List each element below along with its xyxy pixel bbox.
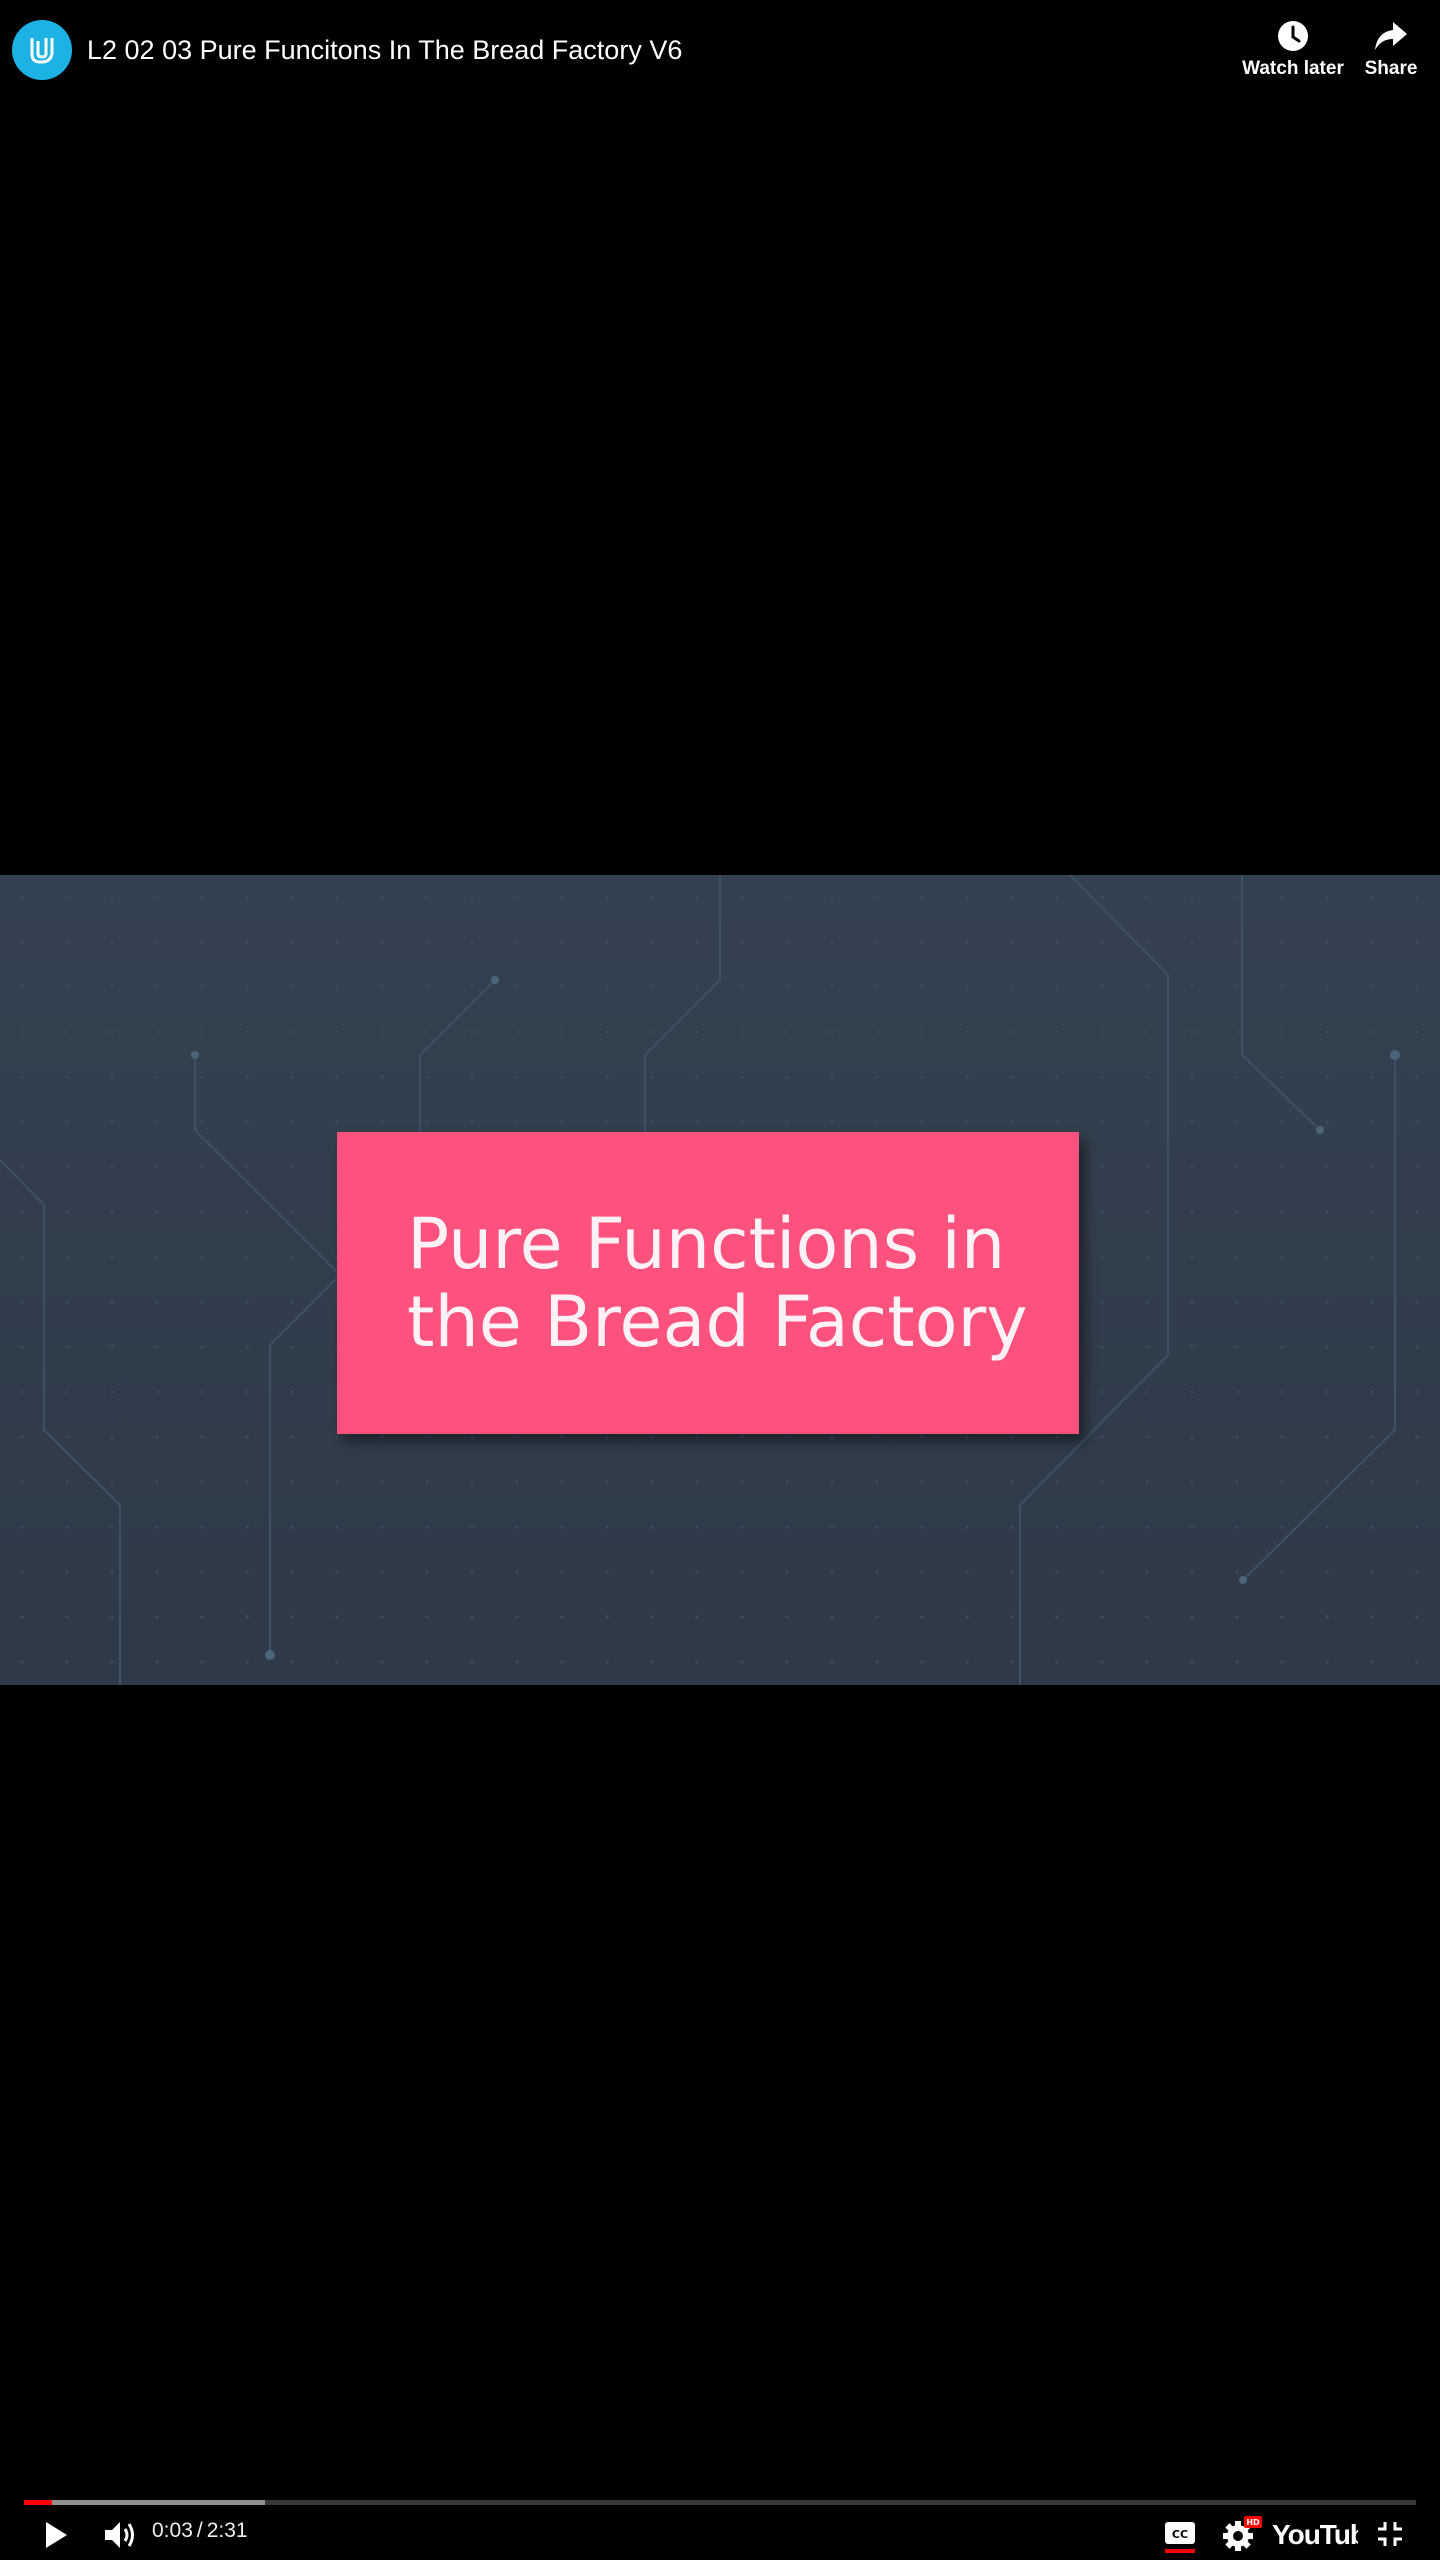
slide-title-line1: Pure Functions in <box>407 1203 1006 1285</box>
subtitles-button[interactable]: CC <box>1160 2516 1200 2556</box>
exit-fullscreen-icon <box>1378 2522 1402 2546</box>
time-separator: / <box>196 2519 203 2542</box>
video-frame[interactable]: Pure Functions in the Bread Factory <box>0 875 1440 1685</box>
play-icon <box>46 2522 67 2548</box>
closed-captions-icon: CC <box>1165 2522 1195 2553</box>
hd-badge: HD <box>1246 2518 1260 2527</box>
svg-text:CC: CC <box>1172 2528 1188 2541</box>
volume-button[interactable] <box>98 2516 142 2554</box>
settings-button[interactable]: HD <box>1220 2514 1264 2554</box>
youtube-logo-button[interactable]: YouTube <box>1270 2514 1358 2554</box>
share-arrow-icon <box>1375 22 1407 50</box>
current-time: 0:03 <box>152 2519 193 2542</box>
duration: 2:31 <box>206 2519 248 2542</box>
watch-later-label: Watch later <box>1242 58 1344 79</box>
time-display: 0:03/2:31 <box>152 2519 248 2543</box>
clock-icon <box>1278 21 1308 51</box>
channel-avatar[interactable] <box>12 20 72 80</box>
watch-later-button[interactable]: Watch later <box>1232 18 1354 80</box>
volume-icon <box>105 2522 134 2548</box>
slide-title: Pure Functions in the Bread Factory <box>407 1205 1028 1361</box>
gear-icon: HD <box>1223 2516 1262 2551</box>
youtube-logo: YouTube <box>1272 2519 1358 2550</box>
youtube-logo-text: YouTube <box>1272 2519 1358 2550</box>
play-button[interactable] <box>36 2517 76 2553</box>
slide-title-line2: the Bread Factory <box>407 1281 1028 1363</box>
share-label: Share <box>1364 58 1418 79</box>
progress-buffered <box>24 2500 265 2505</box>
share-button[interactable]: Share <box>1360 18 1422 80</box>
video-title[interactable]: L2 02 03 Pure Funcitons In The Bread Fac… <box>87 35 683 65</box>
udacity-logo-icon <box>30 38 54 64</box>
exit-fullscreen-button[interactable] <box>1372 2516 1408 2552</box>
progress-played <box>24 2500 52 2505</box>
top-bar: L2 02 03 Pure Funcitons In The Bread Fac… <box>0 0 1440 110</box>
slide-title-card: Pure Functions in the Bread Factory <box>337 1132 1079 1434</box>
progress-bar[interactable] <box>24 2500 1416 2505</box>
